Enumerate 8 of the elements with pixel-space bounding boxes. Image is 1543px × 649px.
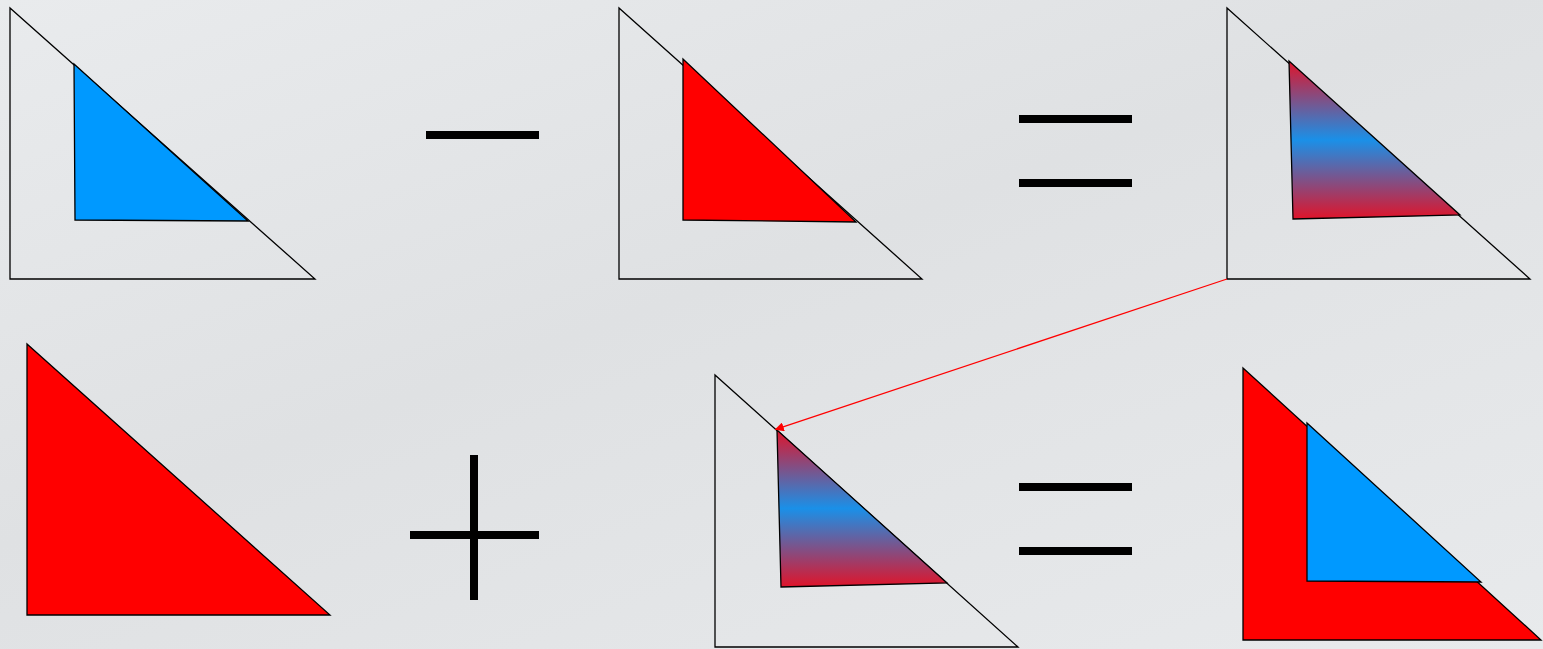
filled-triangle <box>26 342 332 616</box>
filled-triangle <box>1288 59 1462 220</box>
filled-triangle <box>776 428 949 588</box>
filled-triangle <box>1306 421 1483 583</box>
filled-triangle <box>73 62 250 222</box>
arrow <box>774 278 1228 432</box>
outlined-triangle <box>9 6 317 280</box>
filled-triangle <box>682 57 858 223</box>
